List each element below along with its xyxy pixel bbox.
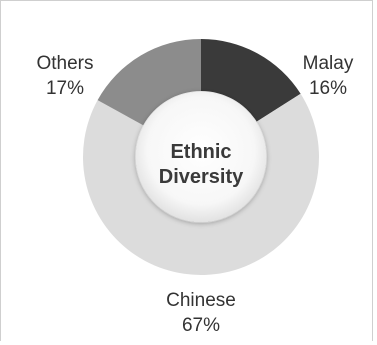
center-title-line-1: Ethnic xyxy=(170,141,231,163)
donut-slice-malay xyxy=(201,39,301,122)
slice-label-malay: Malay xyxy=(303,53,354,74)
slice-label-others: Others xyxy=(36,53,93,74)
slice-value-others: 17% xyxy=(46,78,84,99)
donut-slice-chinese xyxy=(83,93,320,276)
slice-value-malay: 16% xyxy=(309,78,347,99)
donut-center xyxy=(136,92,266,222)
center-title-line-2: Diversity xyxy=(159,166,244,188)
donut-slices xyxy=(83,39,320,276)
chart-frame xyxy=(0,0,373,341)
donut-slice-others xyxy=(97,39,201,126)
slice-label-chinese: Chinese xyxy=(166,290,236,311)
slice-value-chinese: 67% xyxy=(182,315,220,336)
